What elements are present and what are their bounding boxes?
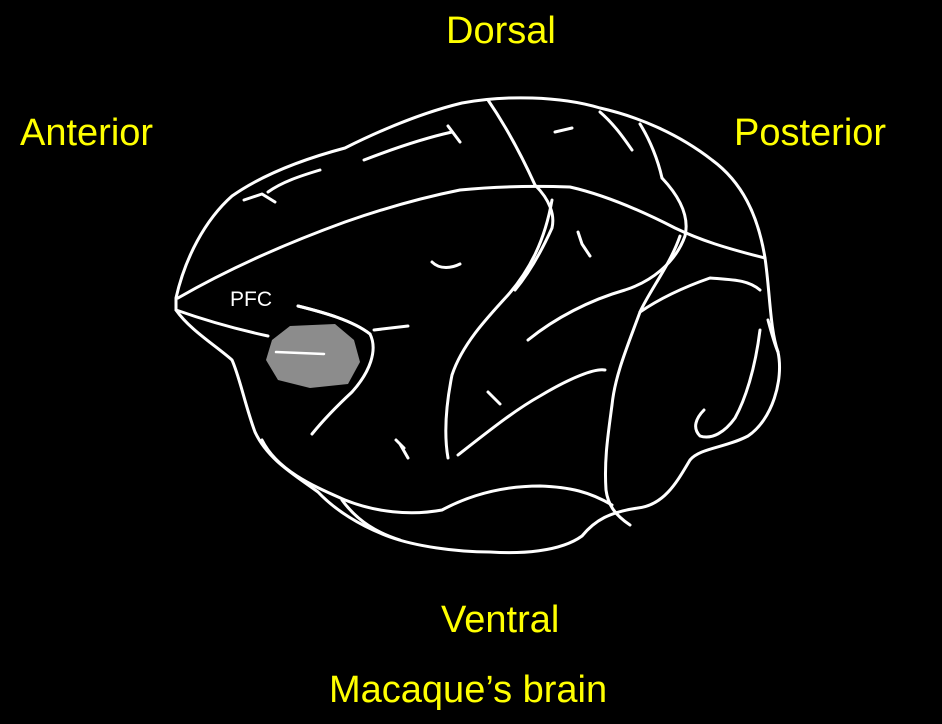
brain-outer-contour	[176, 98, 780, 553]
figure-caption: Macaque’s brain	[329, 671, 607, 709]
ventral-label: Ventral	[441, 601, 559, 639]
posterior-sulcus-2	[600, 112, 632, 150]
brain-outline-lines	[176, 98, 780, 553]
pfc-region	[266, 324, 360, 388]
principal-sulcus-branch	[374, 326, 408, 330]
occipital-inferior-sulcus	[696, 330, 760, 437]
small-sulcus-2	[578, 232, 590, 256]
superior-sulcus-3	[364, 132, 452, 160]
posterior-sulcus-3	[555, 128, 572, 132]
central-sulcus-branch	[396, 440, 408, 458]
small-sulcus-1	[432, 262, 460, 268]
parieto-occipital-line	[640, 278, 760, 312]
central-sulcus	[446, 200, 552, 458]
pfc-label: PFC	[230, 288, 272, 311]
frontal-lower-line	[176, 310, 268, 336]
superior-sulcus-1	[244, 194, 275, 202]
small-sulcus-3	[488, 392, 500, 404]
superior-temporal-sulcus	[458, 370, 605, 455]
temporal-inner-contour	[262, 440, 612, 513]
arcuate-sulcus-top	[488, 100, 553, 290]
lunate-sulcus	[605, 236, 680, 525]
posterior-sulcus-1	[640, 124, 662, 178]
